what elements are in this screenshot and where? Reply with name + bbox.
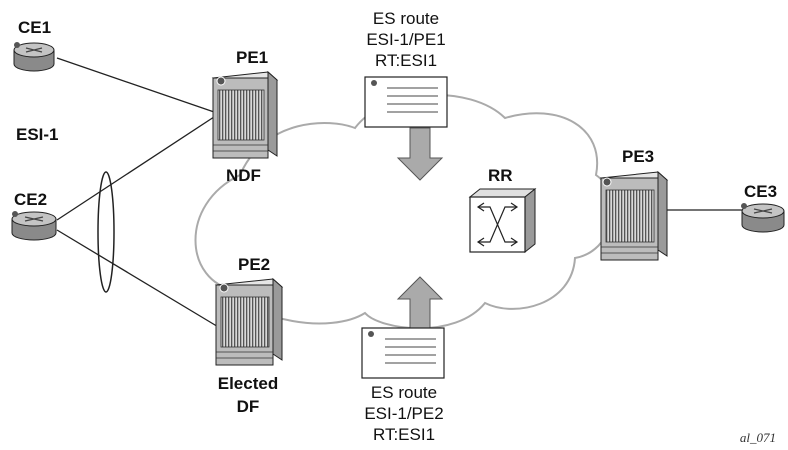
links [56, 57, 742, 329]
router-ce1 [13, 42, 55, 72]
status-dot [14, 42, 20, 48]
arrow-down [396, 127, 444, 181]
route-bottom-line2: ESI-1/PE2 [364, 404, 443, 423]
router-pe1 [211, 70, 279, 159]
label-ndf: NDF [226, 166, 261, 185]
status-dot [216, 76, 226, 86]
label-pe3: PE3 [622, 147, 654, 166]
label-pe1: PE1 [236, 48, 268, 67]
figure-id: al_071 [740, 430, 776, 445]
route-top-line2: ESI-1/PE1 [366, 30, 445, 49]
label-ce1: CE1 [18, 18, 51, 37]
label-df: DF [237, 397, 260, 416]
status-dot [602, 177, 612, 187]
label-elected: Elected [218, 374, 278, 393]
link-ce2-pe2 [56, 229, 221, 329]
router-ce3 [741, 203, 785, 233]
label-rr: RR [488, 166, 513, 185]
router-pe2 [214, 277, 284, 366]
status-dot [741, 203, 747, 209]
route-top-line1: ES route [373, 9, 439, 28]
status-dot [219, 283, 229, 293]
route-top-line3: RT:ESI1 [375, 51, 437, 70]
route-bottom-line3: RT:ESI1 [373, 425, 435, 444]
label-ce3: CE3 [744, 182, 777, 201]
status-dot [12, 211, 18, 217]
link-ce1-pe1 [56, 57, 218, 114]
route-document-top [364, 76, 448, 128]
label-pe2: PE2 [238, 255, 270, 274]
esi-ellipse [97, 171, 115, 293]
router-ce2 [11, 211, 57, 241]
route-document-bottom [361, 327, 445, 379]
router-pe3 [599, 170, 669, 261]
link-ce2-pe1 [56, 114, 218, 221]
label-ce2: CE2 [14, 190, 47, 209]
route-bottom-line1: ES route [371, 383, 437, 402]
label-esi: ESI-1 [16, 125, 59, 144]
route-reflector-switch [468, 187, 537, 254]
